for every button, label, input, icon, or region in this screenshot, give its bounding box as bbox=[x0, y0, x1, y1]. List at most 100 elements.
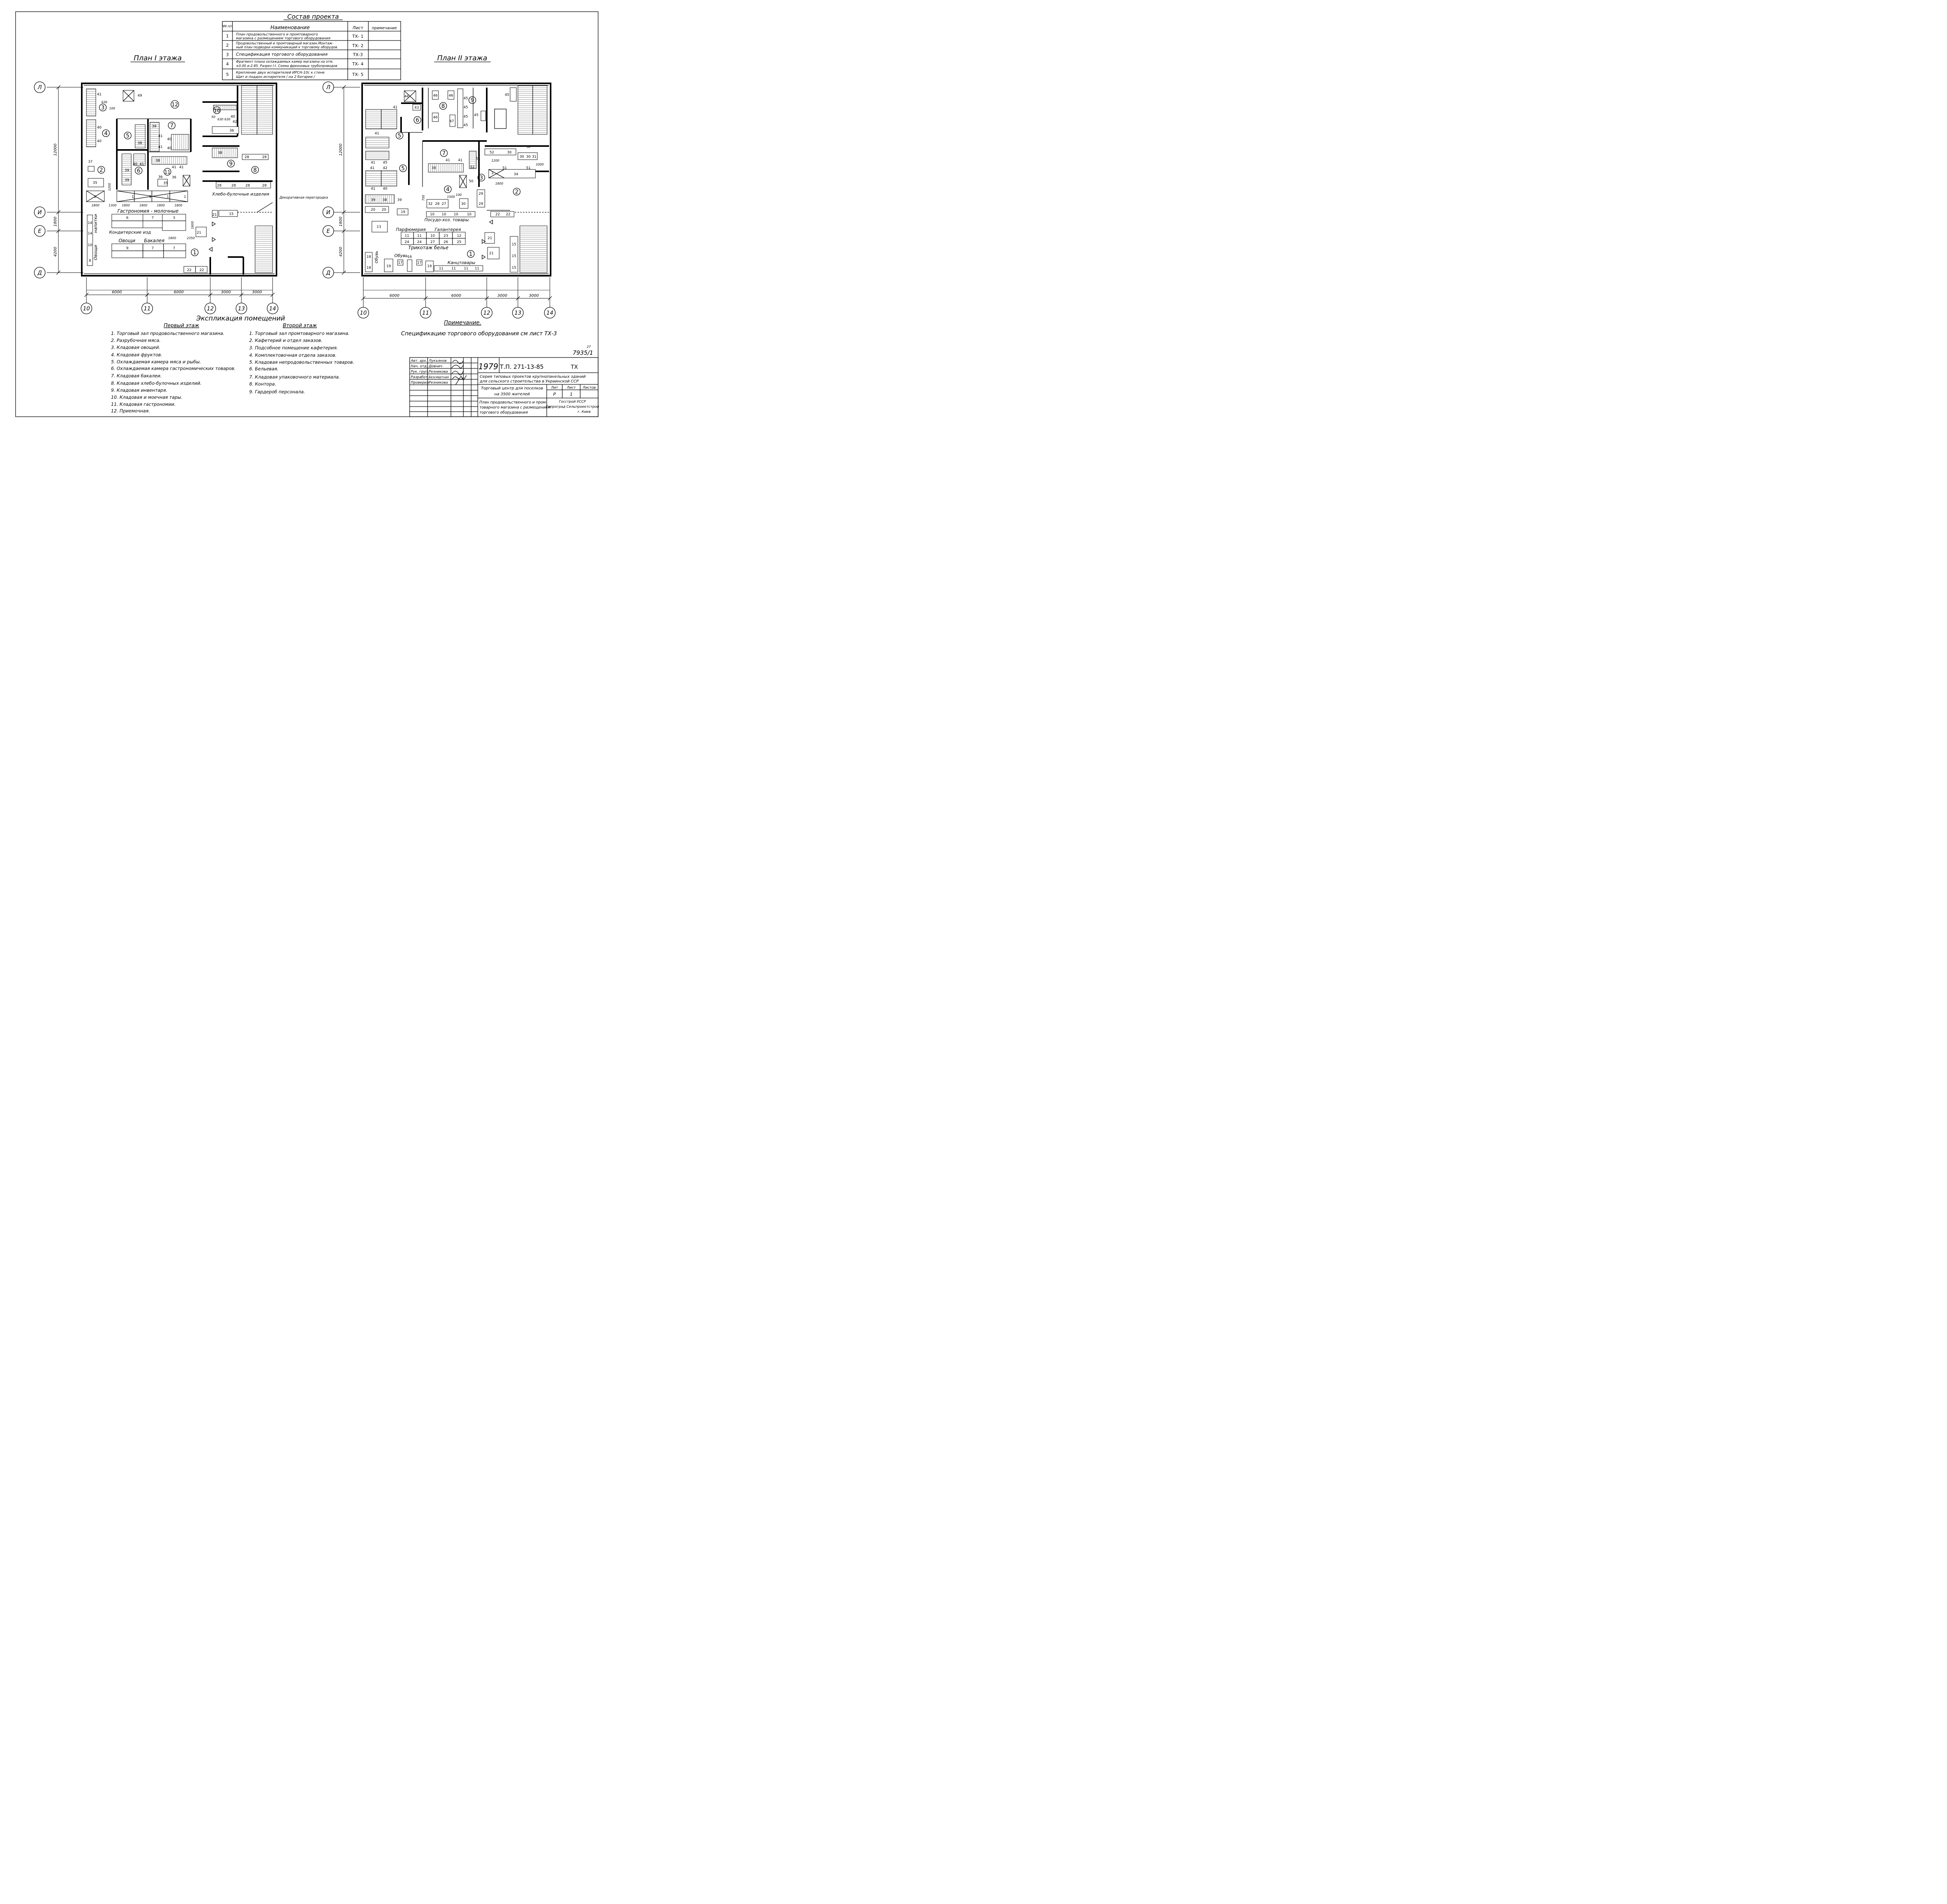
svg-text:1800: 1800 bbox=[157, 204, 165, 207]
row-axis-bubble-label: Д bbox=[326, 270, 331, 276]
svg-text:41: 41 bbox=[97, 93, 101, 97]
vegetables-label: Овощи bbox=[119, 238, 136, 243]
svg-text:11: 11 bbox=[439, 267, 443, 271]
sheet-archive-page: 27 bbox=[587, 345, 591, 349]
svg-text:8. Кладовая хлебо-булочных изд: 8. Кладовая хлебо-булочных изделий. bbox=[111, 380, 202, 386]
header-sheet: Лист bbox=[352, 25, 363, 30]
display-counter-row bbox=[86, 190, 188, 202]
svg-text:38: 38 bbox=[382, 198, 387, 202]
svg-text:40: 40 bbox=[97, 126, 102, 130]
wall-rack bbox=[365, 252, 373, 272]
mark: ТХ bbox=[570, 364, 578, 370]
rack bbox=[171, 134, 189, 150]
row-axis-bubble-label: Л bbox=[37, 85, 42, 91]
rack bbox=[86, 119, 96, 147]
sheets-header: Листов bbox=[582, 386, 596, 390]
svg-text:50: 50 bbox=[211, 115, 215, 119]
svg-text:22: 22 bbox=[199, 268, 204, 272]
svg-text:11: 11 bbox=[417, 234, 421, 238]
toilet-room bbox=[494, 109, 507, 129]
svg-text:29: 29 bbox=[479, 192, 483, 196]
svg-text:15: 15 bbox=[512, 243, 516, 247]
svg-text:Авт. арх.: Авт. арх. bbox=[410, 359, 427, 363]
counter-row bbox=[490, 211, 514, 217]
rack bbox=[135, 124, 146, 148]
svg-text:45: 45 bbox=[463, 123, 468, 127]
note-title: Примечание. bbox=[444, 320, 481, 326]
svg-text:46: 46 bbox=[433, 94, 438, 98]
svg-text:6. Бельевая.: 6. Бельевая. bbox=[249, 366, 278, 372]
svg-text:Резникова: Резникова bbox=[429, 381, 448, 385]
svg-text:40: 40 bbox=[167, 146, 172, 150]
svg-text:16: 16 bbox=[407, 255, 412, 259]
explication-title: Экспликация помещений bbox=[196, 315, 285, 322]
svg-text:40: 40 bbox=[167, 137, 172, 141]
vertical-dimension: 12000 bbox=[53, 144, 58, 156]
row-name: Фрагмент плана охлаждаемых камер магазин… bbox=[236, 60, 333, 64]
svg-text:Рук. груп.: Рук. груп. bbox=[411, 370, 429, 374]
svg-text:51: 51 bbox=[476, 157, 480, 161]
svg-text:46: 46 bbox=[449, 94, 453, 98]
svg-text:38: 38 bbox=[431, 166, 436, 170]
table bbox=[157, 179, 168, 187]
svg-text:6: 6 bbox=[137, 168, 141, 174]
svg-text:50: 50 bbox=[526, 145, 530, 149]
dimension-tick bbox=[342, 210, 346, 215]
horizontal-dimension: 6000 bbox=[389, 294, 399, 298]
dimension-tick bbox=[484, 296, 489, 301]
svg-text:11: 11 bbox=[451, 267, 456, 271]
svg-text:1800: 1800 bbox=[174, 204, 182, 207]
explication: Экспликация помещений Первый этаж Второй… bbox=[111, 315, 354, 414]
svg-text:41: 41 bbox=[445, 159, 450, 162]
svg-text:Разработ.: Разработ. bbox=[411, 375, 429, 379]
svg-text:46: 46 bbox=[433, 116, 438, 120]
second-floor-dimensions: 1200 1800 1500 100 750 1000 50 bbox=[422, 145, 544, 201]
svg-text:1500: 1500 bbox=[447, 195, 455, 199]
signature bbox=[451, 370, 464, 375]
second-floor-heading: Второй этаж bbox=[283, 323, 317, 329]
rack bbox=[428, 163, 464, 173]
svg-text:17: 17 bbox=[398, 261, 402, 265]
household-label: Посудо-хоз. товары bbox=[424, 217, 469, 222]
svg-text:49: 49 bbox=[137, 94, 142, 98]
row-axis-bubble-label: И bbox=[38, 210, 42, 216]
svg-text:1800: 1800 bbox=[92, 204, 99, 207]
rack bbox=[151, 156, 187, 165]
counter bbox=[518, 152, 538, 160]
svg-text:40: 40 bbox=[133, 162, 137, 166]
svg-text:9: 9 bbox=[229, 161, 233, 167]
gastronomy-label: Гастрономия - молочные bbox=[117, 208, 178, 214]
sink bbox=[212, 126, 239, 134]
svg-text:1800: 1800 bbox=[122, 204, 130, 207]
row-axis-bubble bbox=[322, 267, 334, 278]
table bbox=[481, 111, 486, 121]
svg-text:45: 45 bbox=[383, 161, 387, 165]
table bbox=[510, 87, 517, 102]
svg-text:36: 36 bbox=[229, 129, 234, 133]
rack bbox=[213, 105, 237, 110]
rack bbox=[477, 189, 485, 208]
svg-text:21: 21 bbox=[197, 231, 201, 235]
svg-text:40: 40 bbox=[383, 187, 387, 191]
svg-text:4: 4 bbox=[104, 130, 108, 137]
column-axis-bubble bbox=[236, 303, 247, 314]
row-axis-bubble bbox=[322, 81, 334, 93]
column-axis-bubble-label: 12 bbox=[483, 310, 490, 316]
grocery-label: Бакалея bbox=[144, 238, 164, 243]
checkout bbox=[195, 227, 207, 237]
svg-text:7: 7 bbox=[442, 150, 446, 157]
row-name: Продовольственный и промтоварный магазин… bbox=[236, 42, 333, 46]
svg-text:41: 41 bbox=[375, 132, 379, 136]
row-name: План продовольственного и промтоварного bbox=[236, 33, 318, 37]
table bbox=[459, 198, 468, 209]
svg-text:1800: 1800 bbox=[168, 236, 176, 240]
svg-text:630: 630 bbox=[224, 118, 230, 121]
svg-text:10: 10 bbox=[442, 213, 446, 217]
row-number: 3 bbox=[226, 52, 229, 57]
svg-text:2350: 2350 bbox=[187, 236, 195, 240]
svg-text:41: 41 bbox=[393, 106, 397, 109]
row-sheet: ТХ- 4 bbox=[352, 62, 364, 67]
row-name: ±0.00 и-2.85. Разрез I-I. Схема фреоновы… bbox=[236, 64, 337, 68]
